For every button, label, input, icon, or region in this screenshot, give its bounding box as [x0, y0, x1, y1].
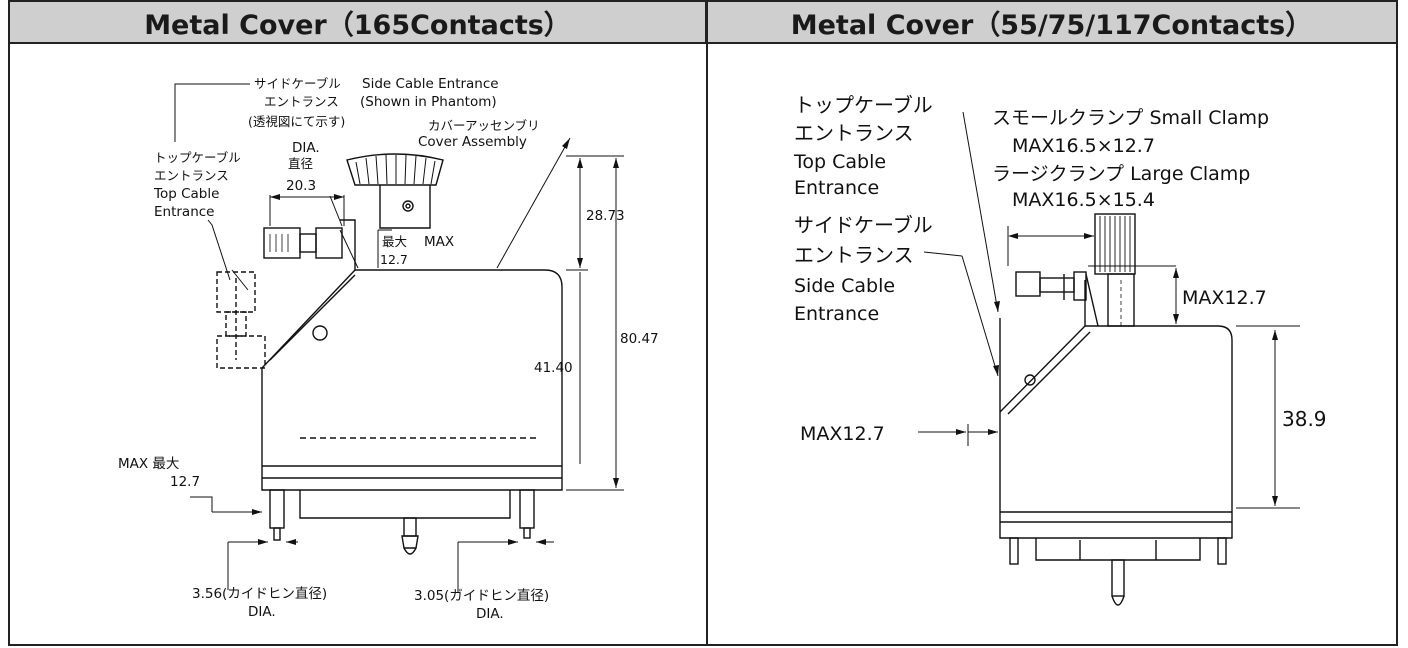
left-side-clamp	[263, 227, 359, 269]
right-small-clamp-max: MAX16.5×12.7	[1012, 135, 1155, 157]
left-phantom-jp: (透視図にて示す)	[248, 114, 345, 129]
right-max-side: MAX12.7	[800, 423, 885, 445]
left-max-jp: 最大	[382, 234, 407, 249]
right-top-cable-en: Top Cable	[793, 151, 886, 173]
left-entrance-jp: エントランス	[264, 94, 339, 109]
left-top-cable-en: Top Cable	[153, 186, 219, 202]
left-cover-en: Cover Assembly	[418, 134, 527, 150]
left-dim-12-7-top: 12.7	[380, 252, 408, 267]
right-panel-title: Metal Cover（55/75/117Contacts）	[707, 2, 1396, 44]
right-side-entrance-jp: エントランス	[794, 243, 914, 267]
left-pin-305: 3.05(ガイドヒン直径)	[414, 588, 549, 604]
left-screw-hole	[312, 325, 328, 341]
right-body-outline	[999, 280, 1233, 539]
left-top-cable-phantom	[216, 271, 266, 369]
right-small-clamp: スモールクランプ Small Clamp	[992, 107, 1269, 129]
right-large-clamp-max: MAX16.5×15.4	[1012, 189, 1155, 211]
left-dia-jp: 直径	[288, 156, 313, 171]
left-cover-jp: カバーアッセンブリ	[428, 118, 540, 133]
left-panel-title: Metal Cover（165Contacts）	[10, 2, 706, 44]
right-top-entrance-en: Entrance	[794, 177, 879, 199]
left-pin-dia-2: DIA.	[476, 606, 504, 622]
right-side-clamp	[1015, 271, 1099, 327]
right-screw-hole	[1024, 374, 1036, 386]
drawing-frame: Metal Cover（165Contacts） Metal Cover（55/…	[8, 0, 1398, 646]
left-top-cable-jp: トップケーブル	[154, 150, 241, 165]
left-knob	[346, 153, 444, 229]
right-dim-38-9: 38.9	[1282, 407, 1327, 431]
left-top-entrance-jp: エントランス	[154, 168, 229, 183]
right-knob	[1094, 213, 1136, 327]
left-phantom-en: (Shown in Phantom)	[360, 94, 497, 110]
right-max-top: MAX12.7	[1182, 287, 1267, 309]
right-large-clamp: ラージクランプ Large Clamp	[992, 163, 1250, 185]
left-dim-80-47: 80.47	[620, 331, 659, 347]
left-pin-356: 3.56(カイドヒン直径)	[192, 586, 327, 602]
right-side-bevel	[999, 325, 1086, 413]
left-guide-pins	[269, 489, 535, 555]
right-guide-pins	[1009, 537, 1227, 606]
left-max-side: MAX 最大	[118, 456, 179, 472]
left-side-cable-en: Side Cable Entrance	[362, 76, 499, 92]
left-entrance-en: Entrance	[154, 204, 215, 220]
left-body-outline	[261, 219, 563, 491]
right-top-cable-jp: トップケーブル	[794, 93, 933, 117]
panel-divider	[706, 2, 708, 646]
left-connector-drawing	[174, 83, 624, 592]
right-top-entrance-jp: エントランス	[794, 121, 914, 145]
left-dim-12-7-side: 12.7	[170, 474, 200, 490]
left-dim-41-40: 41.40	[534, 360, 573, 376]
left-side-cable-jp: サイドケーブル	[254, 76, 341, 91]
left-pin-dia-1: DIA.	[248, 604, 276, 620]
right-connector-drawing	[918, 111, 1300, 606]
right-side-cable-en: Side Cable	[794, 275, 895, 297]
right-side-cable-jp: サイドケーブル	[794, 213, 933, 237]
left-dim-20-3: 20.3	[286, 178, 316, 194]
left-dia-en: DIA.	[292, 140, 320, 156]
left-dim-28-73: 28.73	[586, 208, 625, 224]
left-max-en: MAX	[424, 234, 454, 250]
right-side-entrance-en: Entrance	[794, 303, 879, 325]
